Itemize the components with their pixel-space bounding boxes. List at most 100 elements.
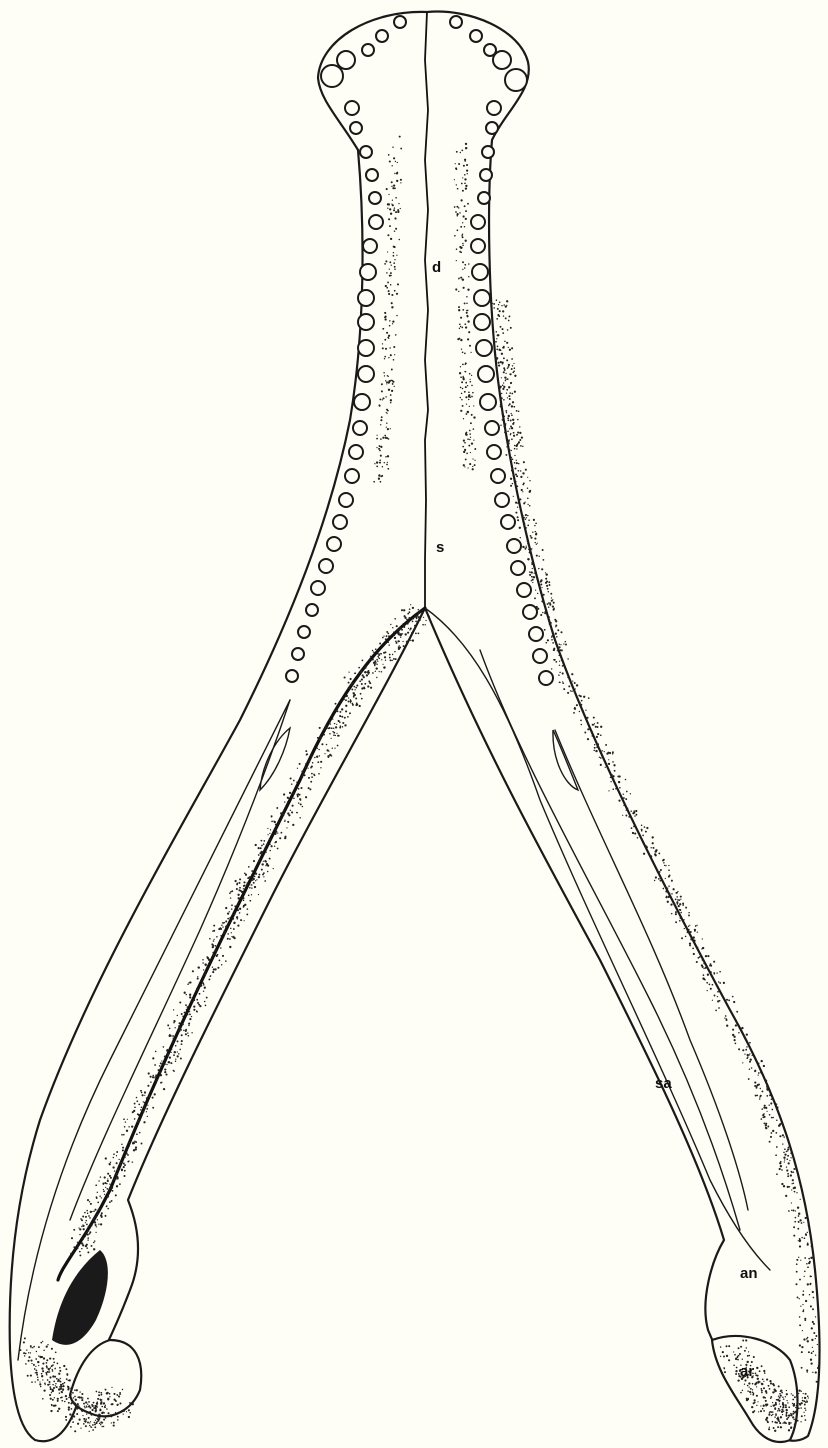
stipple-dot: [578, 702, 580, 704]
stipple-dot: [48, 1368, 50, 1370]
stipple-dot: [337, 745, 339, 747]
stipple-dot: [52, 1384, 54, 1386]
stipple-dot: [801, 1367, 803, 1369]
stipple-dot: [96, 1405, 98, 1407]
stipple-dot: [279, 837, 281, 839]
stipple-dot: [160, 1062, 162, 1064]
stipple-dot: [382, 637, 384, 639]
stipple-dot: [99, 1423, 100, 1424]
stipple-dot: [460, 366, 461, 367]
stipple-dot: [39, 1383, 41, 1385]
stipple-dot: [501, 305, 502, 306]
stipple-dot: [66, 1374, 68, 1376]
stipple-dot: [790, 1422, 792, 1424]
stipple-dot: [497, 378, 499, 380]
stipple-dot: [175, 1045, 177, 1047]
stipple-dot: [169, 1056, 171, 1058]
stipple-dot: [779, 1135, 781, 1137]
stipple-dot: [114, 1414, 115, 1415]
stipple-dot: [512, 458, 514, 460]
stipple-dot: [85, 1222, 86, 1223]
stipple-dot: [615, 788, 617, 790]
stipple-dot: [531, 580, 532, 581]
stipple-dot: [258, 847, 260, 849]
stipple-dot: [680, 896, 682, 898]
stipple-dot: [331, 715, 332, 716]
stipple-dot: [52, 1376, 54, 1378]
stipple-dot: [777, 1426, 779, 1428]
stipple-dot: [31, 1381, 33, 1383]
stipple-dot: [464, 353, 466, 355]
stipple-dot: [658, 878, 660, 880]
stipple-dot: [702, 959, 704, 961]
stipple-dot: [83, 1418, 85, 1420]
stipple-dot: [316, 756, 318, 758]
stipple-dot: [735, 1370, 737, 1372]
stipple-dot: [780, 1426, 782, 1428]
stipple-dot: [679, 909, 681, 911]
stipple-dot: [799, 1344, 801, 1346]
stipple-dot: [220, 947, 222, 949]
stipple-dot: [203, 969, 204, 970]
stipple-dot: [204, 963, 206, 965]
stipple-dot: [92, 1424, 94, 1426]
stipple-dot: [810, 1359, 812, 1361]
stipple-dot: [96, 1391, 98, 1393]
stipple-dot: [123, 1175, 125, 1177]
stipple-dot: [333, 734, 335, 736]
stipple-dot: [248, 866, 250, 868]
stipple-dot: [816, 1381, 818, 1383]
stipple-dot: [67, 1388, 69, 1390]
alveolus: [487, 445, 501, 459]
stipple-dot: [811, 1352, 813, 1354]
stipple-dot: [763, 1405, 765, 1407]
stipple-dot: [791, 1393, 792, 1394]
stipple-dot: [712, 984, 714, 986]
stipple-dot: [770, 1382, 772, 1384]
stipple-dot: [467, 467, 468, 468]
stipple-dot: [660, 877, 662, 879]
stipple-dot: [392, 383, 394, 385]
stipple-dot: [756, 1085, 758, 1087]
stipple-dot: [664, 865, 665, 866]
stipple-dot: [388, 644, 389, 645]
stipple-dot: [511, 393, 513, 395]
stipple-dot: [521, 437, 523, 439]
stipple-dot: [188, 1025, 190, 1027]
stipple-dot: [463, 439, 465, 441]
stipple-dot: [27, 1375, 29, 1377]
stipple-dot: [192, 970, 194, 972]
stipple-dot: [116, 1151, 118, 1153]
stipple-dot: [512, 401, 514, 403]
stipple-dot: [39, 1381, 40, 1382]
stipple-dot: [466, 403, 467, 404]
stipple-dot: [29, 1357, 30, 1358]
stipple-dot: [64, 1401, 66, 1403]
stipple-dot: [774, 1408, 776, 1410]
alveolus: [478, 192, 490, 204]
stipple-dot: [735, 1024, 737, 1026]
stipple-dot: [507, 378, 509, 380]
stipple-dot: [343, 699, 344, 700]
stipple-dot: [747, 1355, 749, 1357]
stipple-dot: [760, 1405, 761, 1406]
stipple-dot: [109, 1393, 111, 1395]
stipple-dot: [391, 369, 393, 371]
stipple-dot: [379, 450, 381, 452]
stipple-dot: [86, 1411, 88, 1413]
stipple-dot: [380, 424, 381, 425]
stipple-dot: [73, 1397, 75, 1399]
stipple-dot: [147, 1105, 148, 1106]
stipple-dot: [319, 727, 321, 729]
stipple-dot: [508, 415, 510, 417]
stipple-dot: [79, 1408, 80, 1409]
stipple-dot: [775, 1414, 777, 1416]
stipple-dot: [536, 544, 537, 545]
stipple-dot: [98, 1224, 99, 1225]
stipple-dot: [510, 478, 512, 480]
stipple-dot: [812, 1291, 814, 1293]
stipple-dot: [329, 720, 330, 721]
stipple-dot: [173, 1038, 175, 1040]
stipple-dot: [655, 876, 657, 878]
stipple-dot: [93, 1210, 95, 1212]
